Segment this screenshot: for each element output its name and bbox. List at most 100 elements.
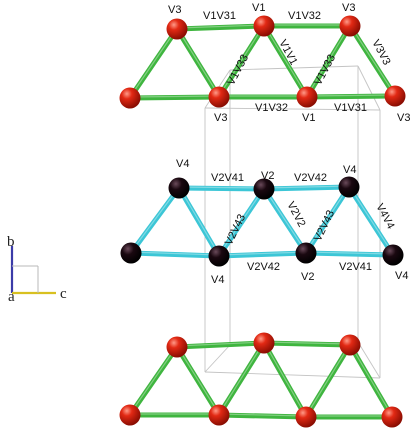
atom-label-middle-0: V4 — [176, 158, 189, 170]
top-bond-5-6 — [304, 93, 398, 100]
top-bond-highlight-0-4 — [176, 27, 220, 97]
top-atom-0 — [166, 18, 188, 40]
middle-bond-3-4 — [128, 250, 222, 259]
bond-label-top-0: V1V31 — [203, 10, 236, 22]
unit-cell-outline — [204, 65, 381, 379]
top-bond-highlight-2-6 — [349, 24, 396, 96]
b-axis-label: b — [7, 234, 15, 250]
bond-label-top-1: V1V32 — [288, 10, 321, 22]
atom-label-middle-4: V4 — [211, 274, 224, 286]
top-layer-atoms — [119, 15, 406, 109]
top-layer-bonds — [127, 23, 398, 101]
bottom-bond-3-0 — [127, 344, 180, 418]
a-axis-label: a — [8, 289, 15, 305]
bottom-atom-3 — [119, 404, 141, 426]
bottom-bond-highlight-4-5 — [218, 413, 307, 417]
bond-label-top-2: V1V33 — [225, 53, 251, 88]
middle-bond-highlight-1-5 — [263, 187, 307, 253]
bond-label-middle-6: V2V42 — [247, 261, 280, 273]
middle-bond-5-6 — [303, 250, 396, 258]
cell-edge-4 — [229, 65, 359, 71]
middle-bond-highlight-3-0 — [130, 186, 180, 253]
middle-atom-6 — [382, 244, 404, 266]
cell-edge-10 — [204, 344, 231, 373]
top-atom-3 — [119, 87, 141, 109]
middle-bond-1-2 — [261, 184, 352, 192]
bond-label-middle-1: V2V42 — [294, 172, 327, 184]
bottom-layer-bonds — [127, 340, 395, 420]
axes-indicator: b a c — [7, 234, 67, 305]
middle-bond-4-1 — [216, 186, 267, 259]
top-bond-3-4 — [127, 94, 222, 101]
top-atom-1 — [253, 15, 275, 37]
bottom-bond-1-5 — [261, 340, 309, 420]
middle-bond-1-5 — [261, 186, 309, 256]
top-bond-highlight-5-2 — [306, 24, 351, 97]
middle-bond-highlight-0-4 — [178, 186, 220, 256]
middle-bond-highlight-3-4 — [130, 251, 220, 256]
bottom-bond-0-4 — [174, 344, 222, 418]
middle-bond-4-5 — [216, 250, 309, 259]
middle-bond-0-1 — [176, 185, 267, 192]
middle-bond-highlight-4-5 — [218, 251, 307, 256]
atom-label-top-6: V3 — [397, 112, 410, 124]
top-bond-highlight-0-1 — [176, 24, 265, 29]
top-layer-atom-labels: V3 V1 V3 V3 V1 V3 — [168, 2, 410, 124]
top-bond-highlight-4-1 — [218, 24, 265, 97]
bottom-bond-highlight-0-1 — [176, 341, 265, 347]
bottom-bond-highlight-4-1 — [218, 341, 265, 415]
top-bond-0-4 — [174, 26, 222, 100]
bottom-bond-0-1 — [174, 340, 267, 350]
middle-bond-highlight-0-1 — [178, 186, 265, 189]
atom-label-top-1: V1 — [252, 2, 265, 14]
cell-edge-5 — [204, 107, 381, 111]
top-bond-4-1 — [216, 23, 267, 100]
middle-atom-5 — [295, 242, 317, 264]
cell-edge-7 — [357, 65, 381, 111]
top-bond-1-5 — [261, 23, 310, 100]
atom-label-top-5: V1 — [302, 112, 315, 124]
cell-edge-11 — [357, 341, 381, 379]
middle-bond-highlight-5-2 — [305, 185, 350, 253]
bottom-atom-6 — [381, 406, 403, 428]
bottom-bond-highlight-0-4 — [176, 345, 220, 415]
bottom-bond-highlight-2-6 — [349, 343, 393, 417]
middle-atom-2 — [338, 176, 360, 198]
atom-label-middle-5: V2 — [301, 271, 314, 283]
top-atom-5 — [296, 86, 318, 108]
top-bond-highlight-1-5 — [263, 24, 308, 97]
middle-atom-3 — [120, 242, 142, 264]
top-atom-2 — [339, 15, 361, 37]
atom-label-top-0: V3 — [168, 4, 181, 16]
bottom-bond-highlight-1-5 — [263, 341, 307, 417]
bottom-atom-1 — [253, 332, 275, 354]
bottom-atom-5 — [295, 406, 317, 428]
cell-edge-9 — [204, 371, 381, 379]
bottom-atom-4 — [208, 404, 230, 426]
middle-bond-highlight-1-2 — [263, 185, 350, 189]
bottom-bond-1-2 — [261, 340, 353, 348]
top-bond-0-1 — [174, 23, 267, 32]
middle-layer-atom-labels: V4 V2 V4 V4 V2 V4 — [176, 158, 408, 286]
bond-label-middle-2: V2V43 — [223, 212, 248, 247]
c-axis-label: c — [60, 286, 67, 302]
top-atom-6 — [384, 85, 406, 107]
bond-label-middle-4: V2V43 — [312, 208, 337, 243]
middle-bond-3-0 — [128, 185, 182, 256]
top-bond-5-2 — [304, 23, 353, 100]
bond-label-middle-0: V2V41 — [211, 172, 244, 184]
middle-atom-0 — [168, 177, 190, 199]
atom-label-top-4: V3 — [214, 112, 227, 124]
top-bond-2-6 — [347, 23, 398, 99]
atom-label-middle-1: V2 — [261, 170, 274, 182]
bond-label-top-4: V1V33 — [312, 53, 338, 88]
bottom-bond-2-6 — [347, 342, 395, 420]
middle-bond-highlight-2-6 — [348, 185, 394, 255]
middle-bond-highlight-5-6 — [305, 251, 394, 255]
bottom-atom-2 — [339, 334, 361, 356]
atom-label-top-2: V3 — [342, 2, 355, 14]
middle-layer-atoms — [120, 176, 404, 267]
middle-layer-bonds — [128, 184, 396, 259]
bottom-atom-0 — [166, 336, 188, 358]
